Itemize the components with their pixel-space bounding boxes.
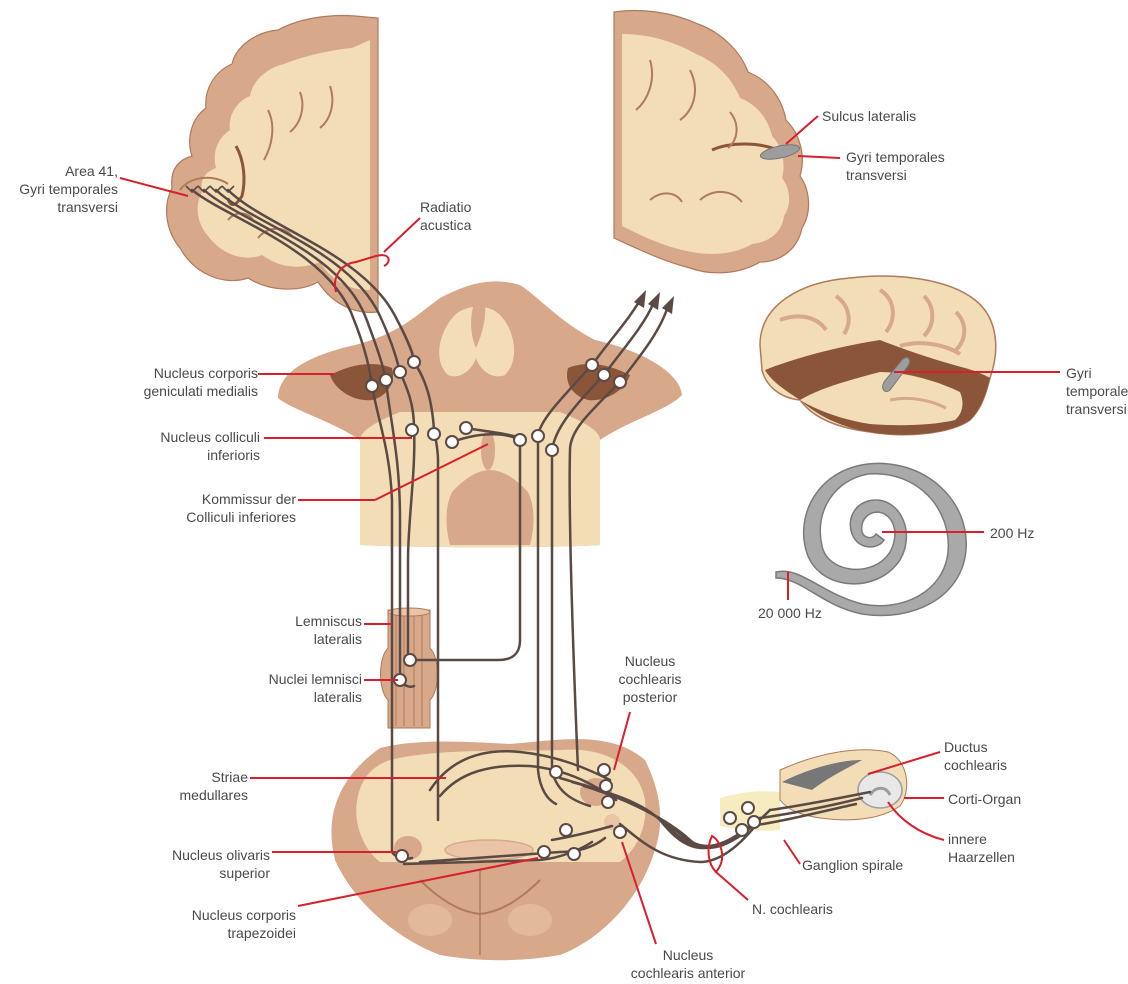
label-ductus-cochlearis: Ductus cochlearis xyxy=(944,738,1007,774)
label-sulcus-lateralis: Sulcus lateralis xyxy=(822,107,916,125)
label-n-cochlearis: N. cochlearis xyxy=(752,900,833,918)
right-brain-coronal-section xyxy=(614,11,809,273)
label-20000-hz: 20 000 Hz xyxy=(758,604,822,622)
label-radiatio-acustica: Radiatio acustica xyxy=(420,198,471,234)
label-corti-organ: Corti-Organ xyxy=(948,790,1021,808)
label-gyri-temporales-lateral: Gyri temporales transversi xyxy=(1066,364,1128,418)
label-nuclei-lemnisci: Nuclei lemnisci lateralis xyxy=(200,670,362,706)
medulla-section xyxy=(331,739,660,960)
label-kommissur: Kommissur der Colliculi inferiores xyxy=(148,490,296,526)
pathway-arrowheads xyxy=(634,290,674,314)
midbrain-section xyxy=(278,281,682,547)
label-gyri-temporales-top: Gyri temporales transversi xyxy=(846,148,945,184)
left-brain-coronal-section xyxy=(167,16,378,313)
label-geniculati-medialis: Nucleus corporis geniculati medialis xyxy=(118,364,258,400)
label-striae-medullares: Striae medullares xyxy=(140,768,248,804)
label-corporis-trapezoidei: Nucleus corporis trapezoidei xyxy=(148,906,296,942)
lateral-brain-view xyxy=(760,276,996,435)
label-olivaris-superior: Nucleus olivaris superior xyxy=(128,846,270,882)
label-cochlearis-posterior: Nucleus cochlearis posterior xyxy=(600,652,700,706)
label-colliculi-inferioris: Nucleus colliculi inferioris xyxy=(120,428,260,464)
label-200-hz: 200 Hz xyxy=(990,524,1034,542)
cochlea-spiral xyxy=(776,463,966,615)
label-innere-haarzellen: innere Haarzellen xyxy=(948,830,1015,866)
label-area-41: Area 41, Gyri temporales transversi xyxy=(10,162,118,216)
label-ganglion-spirale: Ganglion spirale xyxy=(802,856,903,874)
label-lemniscus-lateralis: Lemniscus lateralis xyxy=(220,612,362,648)
label-cochlearis-anterior: Nucleus cochlearis anterior xyxy=(614,946,762,982)
